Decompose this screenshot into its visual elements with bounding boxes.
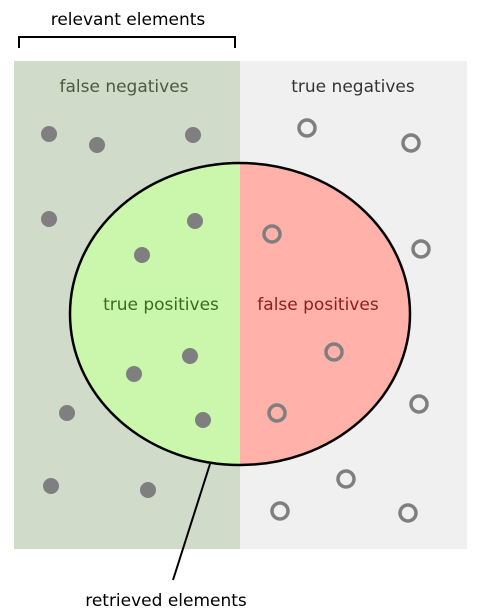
false-negative-dot (59, 405, 75, 421)
false-positive-rings (262, 224, 344, 423)
false-negative-dot (41, 211, 57, 227)
true-negative-ring (336, 469, 356, 489)
false-negative-dot (43, 478, 59, 494)
true-positive-dots (126, 213, 211, 428)
false-positive-ring (262, 224, 282, 244)
true-positives-area (70, 163, 240, 465)
true-positive-dot (182, 348, 198, 364)
false-positive-ring (324, 342, 344, 362)
true-positive-dot (195, 412, 211, 428)
false-negative-dot (185, 127, 201, 143)
false-negative-dot (89, 137, 105, 153)
false-negative-dot (140, 482, 156, 498)
true-positives-label: true positives (103, 295, 219, 315)
true-negative-ring (411, 239, 431, 259)
false-positive-ring (267, 403, 287, 423)
false-negative-dots (41, 126, 201, 498)
retrieved-ellipse-outline (68, 161, 412, 467)
true-negatives-label: true negatives (291, 77, 415, 97)
true-positive-dot (187, 213, 203, 229)
true-negative-ring (297, 118, 317, 138)
true-positive-dot (134, 247, 150, 263)
true-negative-ring (401, 133, 421, 153)
true-negative-rings (270, 118, 431, 523)
true-negative-ring (409, 394, 429, 414)
true-negative-ring (398, 503, 418, 523)
false-negatives-label: false negatives (59, 77, 188, 97)
true-negative-ring (270, 501, 290, 521)
retrieved-elements-label: retrieved elements (85, 591, 247, 609)
relevant-elements-label: relevant elements (51, 10, 206, 30)
false-negative-dot (41, 126, 57, 142)
false-positives-label: false positives (257, 295, 379, 315)
false-positives-area (240, 163, 410, 465)
relevant-elements-bracket (18, 36, 236, 48)
retrieved-elements-pointer (172, 463, 211, 581)
true-positive-dot (126, 366, 142, 382)
